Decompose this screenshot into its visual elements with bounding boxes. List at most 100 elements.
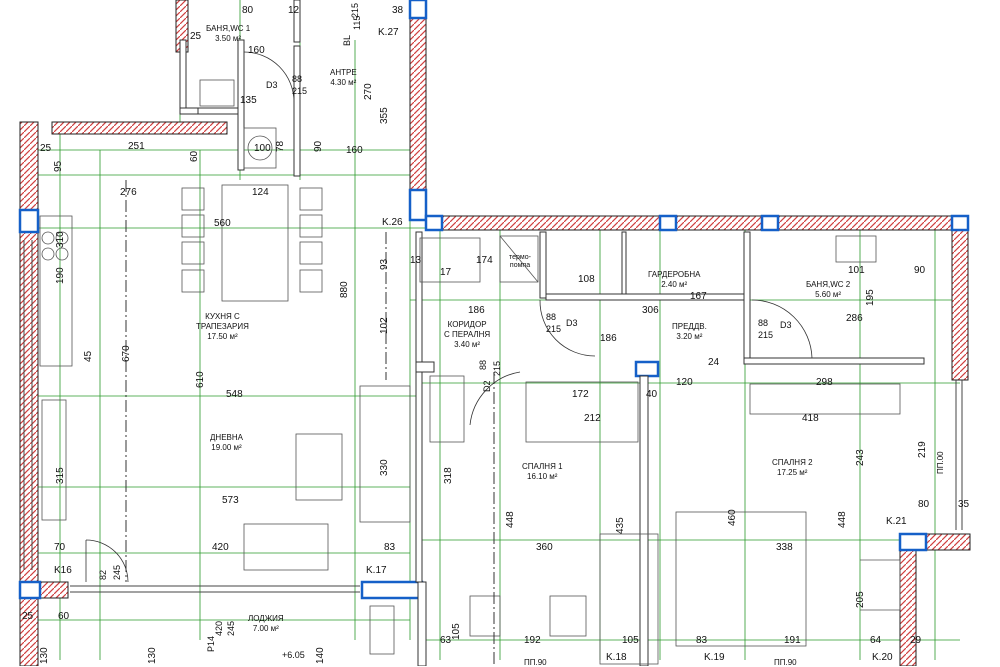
room-living-area: 19.00 м² (211, 443, 242, 452)
dim-448-b: 448 (837, 511, 848, 528)
tag-elevation: +6.05 (282, 650, 305, 660)
dim-78: 78 (275, 140, 286, 152)
door-k16-h: 245 (112, 564, 122, 580)
room-bed2-area: 17.25 м² (777, 468, 808, 477)
interior-walls (179, 0, 925, 666)
room-living-name: ДНЕВНА (210, 433, 243, 442)
room-bath2-area: 5.60 м² (815, 290, 842, 299)
tag-p14: P14 (206, 635, 216, 652)
dim-70: 70 (54, 542, 66, 553)
room-bath1: БАНЯ,WC 1 3.50 м² (206, 24, 250, 44)
room-corridor-area: 3.40 м² (454, 340, 481, 349)
room-wardrobe-name: ГАРДЕРОБНА (648, 270, 701, 279)
door-swings (85, 51, 813, 583)
dim-35: 35 (958, 499, 970, 510)
door-d3-bath1-w: 88 (292, 74, 303, 84)
dim-270: 270 (363, 83, 374, 100)
dim-101: 101 (848, 265, 865, 276)
room-predd-name: ПРЕДДВ. (672, 322, 707, 331)
tag-k16: K16 (54, 565, 72, 576)
room-antre-area: 4.30 м² (330, 78, 357, 87)
desk (749, 383, 901, 415)
dim-17: 17 (440, 267, 452, 278)
dim-276: 276 (120, 187, 137, 198)
dim-140: 140 (315, 647, 326, 664)
dim-160-b: 160 (346, 145, 363, 156)
dim-135: 135 (240, 95, 257, 106)
dim-190: 190 (55, 267, 66, 284)
dim-167: 167 (690, 291, 707, 302)
windows (23, 240, 963, 593)
room-bed2: СПАЛНЯ 2 17.25 м² (772, 458, 813, 478)
dim-130-b: 130 (147, 647, 158, 664)
dim-60-b: 60 (58, 611, 70, 622)
dim-25-bottom: 25 (22, 611, 34, 622)
tag-pp00: ПП.00 (936, 451, 945, 474)
room-bed1-area: 16.10 м² (527, 472, 558, 481)
room-kitchen-name-2: ТРАПЕЗАРИЯ (196, 322, 249, 331)
dim-120: 120 (676, 377, 693, 388)
dim-251: 251 (128, 141, 145, 152)
door-d2-h: 215 (492, 360, 502, 376)
tag-k18: K.18 (606, 652, 627, 663)
room-bath1-area: 3.50 м² (215, 34, 242, 43)
sofa (359, 385, 411, 523)
dim-186-b: 186 (600, 333, 617, 344)
dim-243: 243 (855, 449, 866, 466)
dim-90-a: 90 (313, 140, 324, 152)
dim-160-a: 160 (248, 45, 265, 56)
dim-360: 360 (536, 542, 553, 553)
dim-174: 174 (476, 255, 493, 266)
toilet (243, 127, 277, 169)
dim-435: 435 (615, 517, 626, 534)
door-d3-wardrobe-w: 88 (546, 312, 557, 322)
washer (419, 237, 481, 283)
tag-k27: K.27 (378, 27, 399, 38)
dim-186-a: 186 (468, 305, 485, 316)
door-d3-wardrobe: D3 (566, 318, 578, 328)
room-predd: ПРЕДДВ. 3.20 м² (672, 322, 707, 342)
dim-83-b: 83 (696, 635, 708, 646)
dim-95: 95 (53, 160, 64, 172)
dim-80: 80 (242, 5, 254, 16)
dim-38: 38 (392, 5, 404, 16)
room-bath2-name: БАНЯ,WC 2 (806, 280, 851, 289)
dim-298: 298 (816, 377, 833, 388)
room-corridor: КОРИДОР С ПЕРАЛНЯ 3.40 м² (444, 320, 490, 350)
dim-573: 573 (222, 495, 239, 506)
dim-286: 286 (846, 313, 863, 324)
dim-29: 29 (910, 635, 922, 646)
door-d3-wardrobe-h: 215 (546, 324, 562, 334)
dim-24: 24 (708, 357, 720, 368)
dimension-lines (30, 0, 960, 660)
dim-191: 191 (784, 635, 801, 646)
dim-460: 460 (727, 509, 738, 526)
dim-60-a: 60 (189, 150, 200, 162)
door-p14-h: 245 (226, 620, 236, 636)
door-bl: BL (342, 34, 352, 46)
dim-83-a: 83 (384, 542, 396, 553)
door-d2: D2 (482, 380, 492, 392)
dim-355: 355 (379, 107, 390, 124)
dim-108: 108 (578, 274, 595, 285)
dim-90-b: 90 (914, 265, 926, 276)
room-kitchen: КУХНЯ С ТРАПЕЗАРИЯ 17.50 м² (196, 312, 249, 342)
tag-termo: термо- помпа (509, 254, 531, 269)
dim-310: 310 (55, 231, 66, 248)
cabinet (429, 375, 465, 443)
tag-k26: K.26 (382, 217, 403, 228)
door-bl-h: 215 (350, 2, 360, 18)
tag-k19: K.19 (704, 652, 725, 663)
tag-k21: K.21 (886, 516, 907, 527)
door-p14-w: 420 (214, 620, 224, 636)
rug (295, 433, 343, 501)
exterior-walls (19, 0, 971, 666)
armchair (243, 523, 329, 571)
tag-pp90-b: ПП.90 (774, 658, 797, 667)
dim-315: 315 (55, 467, 66, 484)
room-loggia-area: 7.00 м² (252, 624, 279, 633)
dim-25-left: 25 (40, 143, 52, 154)
dim-418: 418 (802, 413, 819, 424)
tag-k17: K.17 (366, 565, 387, 576)
